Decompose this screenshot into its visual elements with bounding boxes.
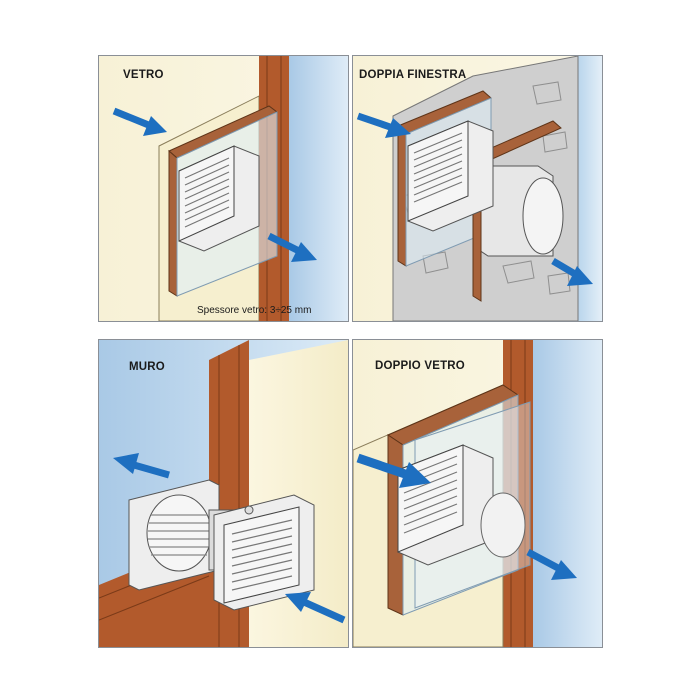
exhaust-arrow-icon xyxy=(551,257,593,286)
intake-arrow-icon xyxy=(356,453,431,488)
doppia-finestra-illustration xyxy=(353,56,602,321)
intake-arrow-icon xyxy=(112,107,167,136)
exhaust-arrow-icon xyxy=(267,232,317,262)
muro-illustration xyxy=(99,340,348,647)
panel-vetro: VETRO Spessore vetro: 3÷25 mm xyxy=(98,55,349,322)
vetro-illustration xyxy=(99,56,348,321)
glass-thickness-note: Spessore vetro: 3÷25 mm xyxy=(197,305,312,316)
doppio-vetro-illustration xyxy=(353,340,602,647)
panel-title-vetro: VETRO xyxy=(123,69,164,81)
exhaust-arrow-icon xyxy=(113,453,170,479)
panel-muro: MURO xyxy=(98,339,349,648)
inner-frame-left xyxy=(397,124,407,267)
panel-title-doppia-finestra: DOPPIA FINESTRA xyxy=(359,69,467,81)
exhaust-arrow-icon xyxy=(526,548,577,580)
intake-arrow-icon xyxy=(285,592,346,624)
exterior-sky xyxy=(289,56,348,321)
pull-cord-icon xyxy=(244,505,254,515)
panel-doppio-vetro: DOPPIO VETRO xyxy=(352,339,603,648)
duct-outlet xyxy=(522,177,564,255)
window-frame-left xyxy=(168,149,178,297)
fan-grille-face xyxy=(178,145,235,242)
outer-grille xyxy=(480,492,526,558)
intake-arrow-icon xyxy=(356,112,411,138)
panel-doppia-finestra: DOPPIA FINESTRA xyxy=(352,55,603,322)
panel-title-doppio-vetro: DOPPIO VETRO xyxy=(375,360,465,372)
exterior-sky xyxy=(533,340,602,647)
outer-grille xyxy=(146,494,212,572)
panel-title-muro: MURO xyxy=(129,361,165,373)
